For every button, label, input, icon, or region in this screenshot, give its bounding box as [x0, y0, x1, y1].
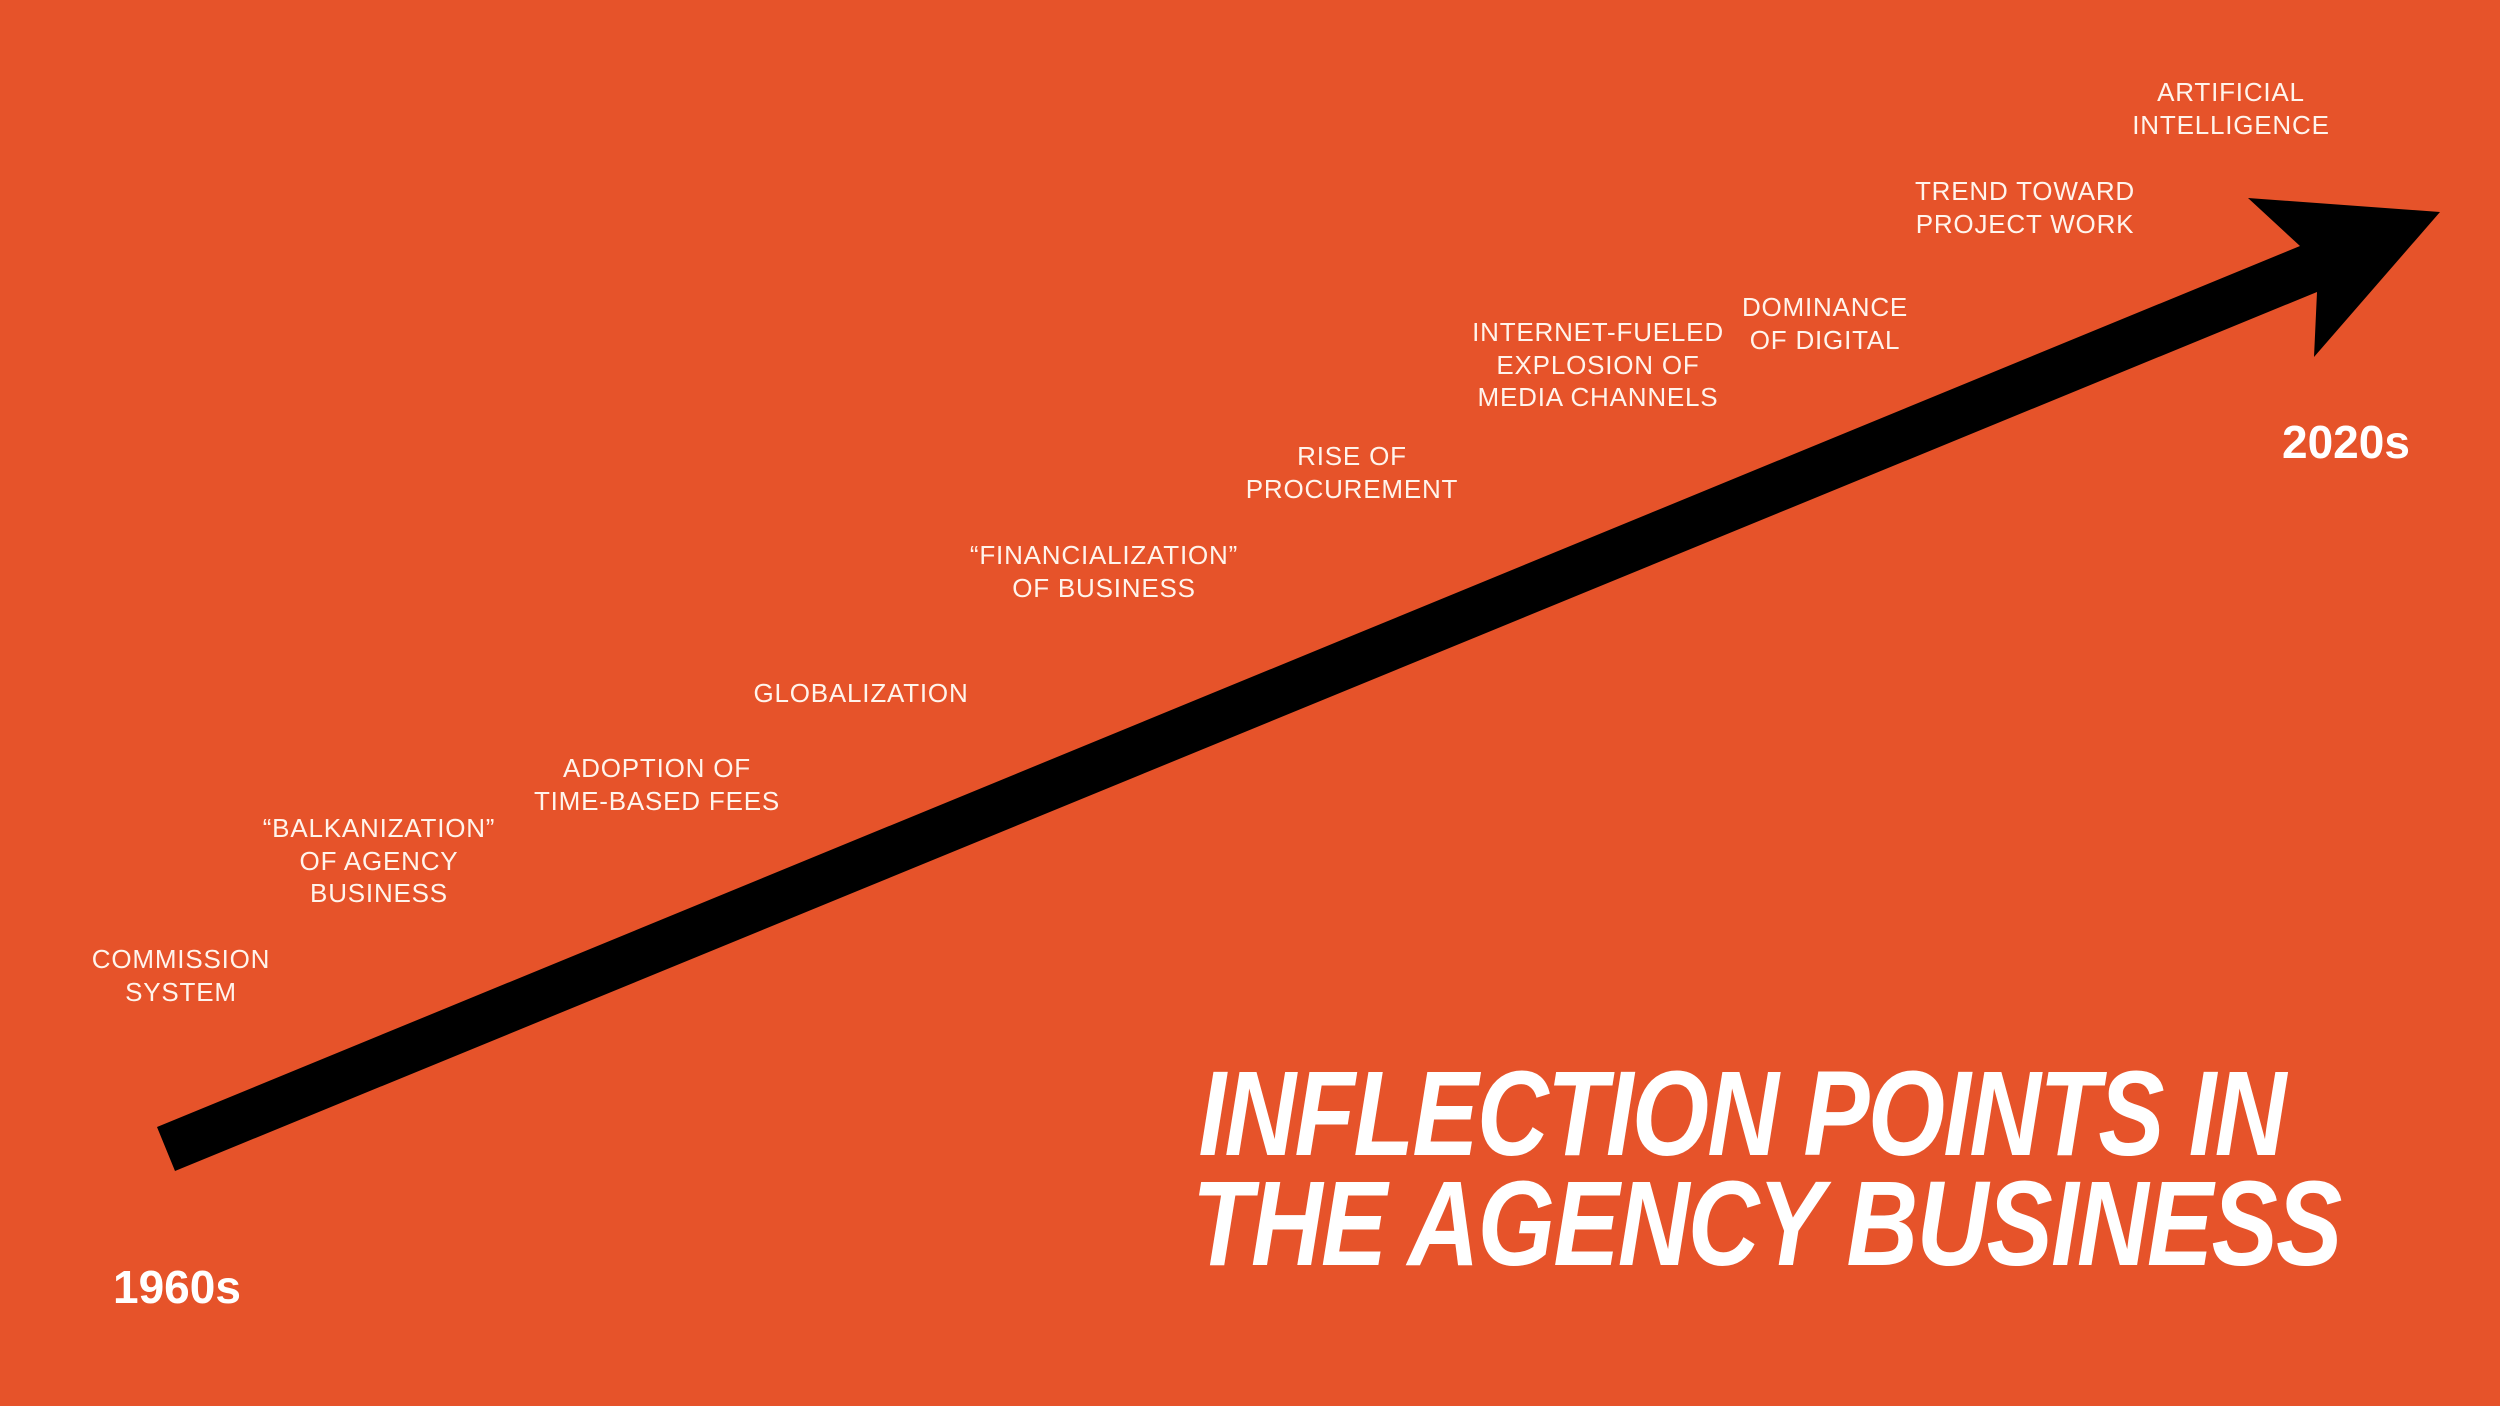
label-line: “FINANCIALIZATION”	[969, 540, 1239, 570]
label-line: “BALKANIZATION”	[262, 813, 496, 843]
timeline-point-project-work: TREND TOWARD PROJECT WORK	[1915, 175, 2135, 240]
label-line: PROJECT WORK	[1915, 208, 2135, 239]
end-year-label: 2020s	[2282, 416, 2410, 468]
page-title: INFLECTION POINTS IN THE AGENCY BUSINESS	[1192, 1045, 2342, 1291]
label-line: OF DIGITAL	[1749, 324, 1901, 355]
label-line: TIME-BASED FEES	[533, 785, 781, 816]
label-line: SYSTEM	[125, 976, 237, 1007]
label-line: GLOBALIZATION	[753, 678, 969, 708]
timeline-point-balkanization: “BALKANIZATION” OF AGENCY BUSINESS	[263, 812, 496, 910]
timeline-point-artificial-intelligence: ARTIFICIAL INTELLIGENCE	[2132, 76, 2329, 141]
timeline-point-time-based-fees: ADOPTION OF TIME-BASED FEES	[534, 752, 780, 817]
title-line-2: THE AGENCY BUSINESS	[1192, 1155, 2342, 1291]
label-line: DOMINANCE	[1741, 292, 1909, 322]
timeline-point-procurement: RISE OF PROCUREMENT	[1246, 440, 1458, 505]
timeline-point-globalization: GLOBALIZATION	[753, 677, 968, 710]
label-line: INTELLIGENCE	[2132, 109, 2330, 140]
label-line: ADOPTION OF	[563, 753, 751, 783]
label-line: MEDIA CHANNELS	[1477, 382, 1719, 412]
timeline-point-commission-system: COMMISSION SYSTEM	[92, 943, 270, 1008]
label-line: ARTIFICIAL	[2157, 77, 2305, 107]
timeline-point-financialization: “FINANCIALIZATION” OF BUSINESS	[970, 539, 1238, 604]
arrow-shaft	[157, 198, 2440, 1171]
timeline-point-dominance-of-digital: DOMINANCE OF DIGITAL	[1742, 291, 1908, 356]
start-year-label: 1960s	[113, 1261, 241, 1313]
label-line: RISE OF	[1297, 441, 1407, 471]
label-line: COMMISSION	[91, 944, 271, 974]
label-line: PROCUREMENT	[1245, 473, 1459, 504]
label-line: EXPLOSION OF	[1496, 349, 1700, 380]
label-line: INTERNET-FUELED	[1472, 317, 1724, 347]
timeline-point-internet-media: INTERNET-FUELED EXPLOSION OF MEDIA CHANN…	[1472, 316, 1724, 414]
label-line: TREND TOWARD	[1914, 176, 2136, 206]
label-line: OF AGENCY	[299, 845, 459, 876]
label-line: OF BUSINESS	[1012, 572, 1196, 603]
title-line-1: INFLECTION POINTS IN	[1198, 1045, 2287, 1181]
label-line: BUSINESS	[310, 878, 448, 908]
